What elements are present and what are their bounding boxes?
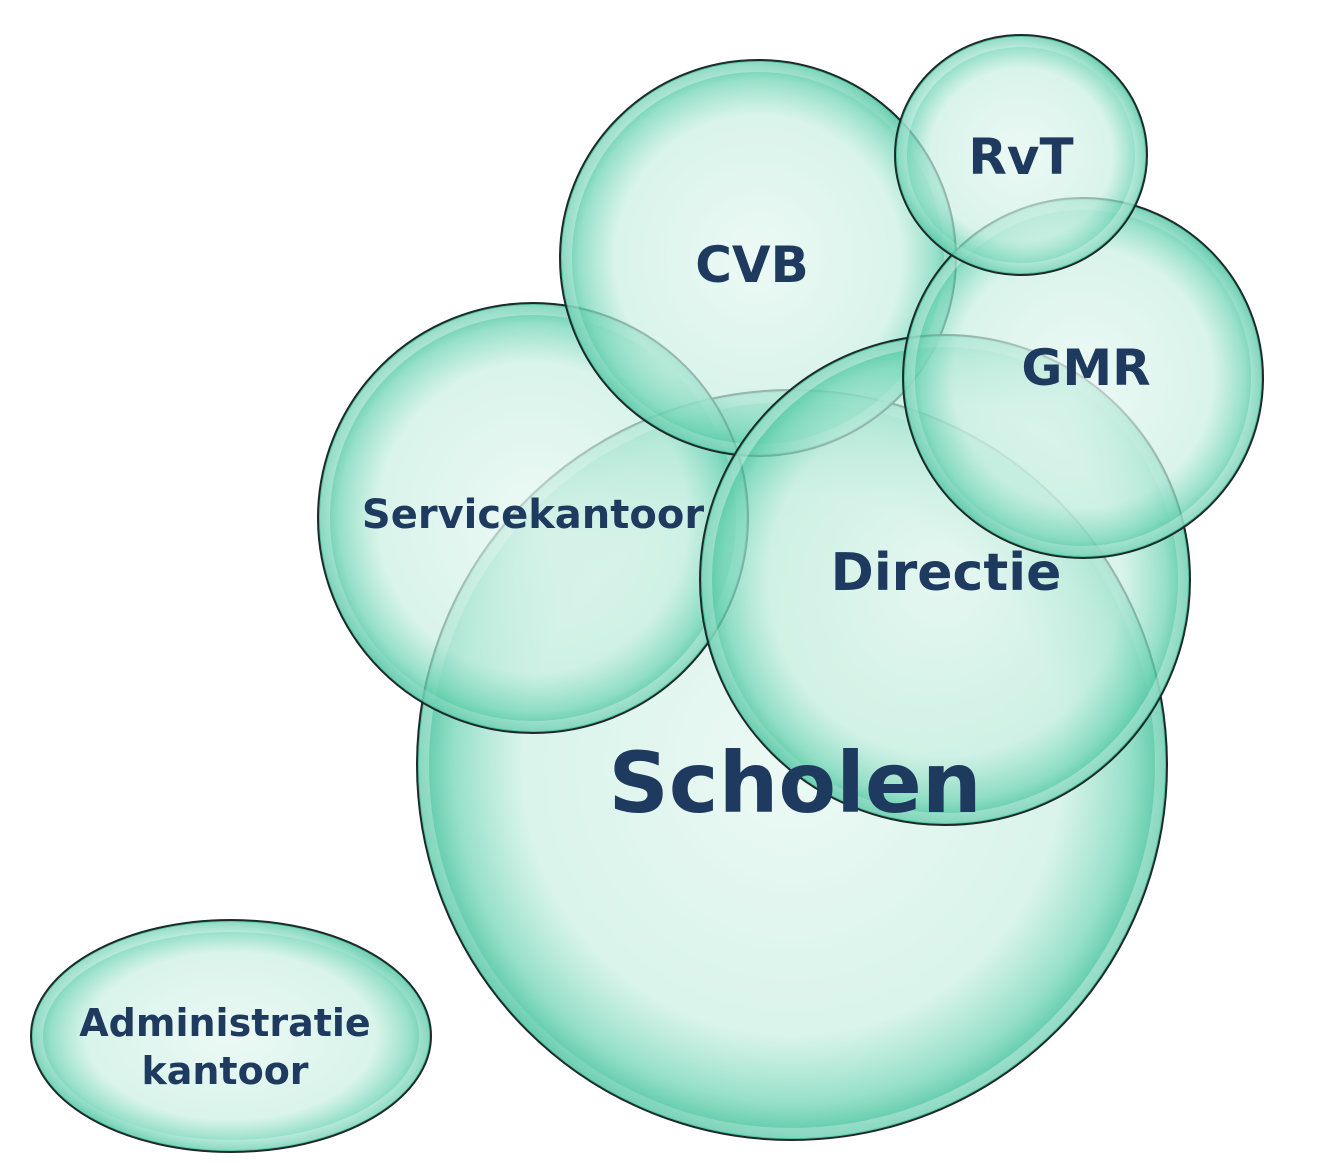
bubble-administratie-kantoor: [30, 919, 432, 1153]
label-kantoor: kantoor: [141, 1049, 308, 1093]
label-cvb: CVB: [695, 236, 809, 294]
label-directie: Directie: [831, 543, 1062, 603]
label-administratie: Administratie: [79, 1001, 370, 1045]
bubble-rvt: [894, 34, 1148, 276]
label-servicekantoor: Servicekantoor: [362, 492, 704, 538]
label-gmr: GMR: [1021, 339, 1150, 397]
label-scholen: Scholen: [608, 734, 981, 832]
label-rvt: RvT: [968, 128, 1073, 186]
